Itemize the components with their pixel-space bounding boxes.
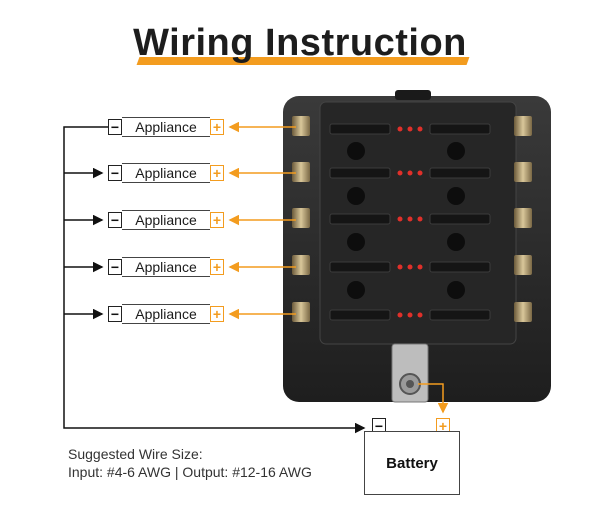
positive-output-wires xyxy=(228,121,296,320)
appliance-label: Appliance xyxy=(122,163,210,183)
battery: Battery xyxy=(364,431,460,495)
appliance-negative-terminal: − xyxy=(108,119,122,135)
appliance-1: − Appliance + xyxy=(108,117,224,137)
appliance-label: Appliance xyxy=(122,210,210,230)
appliance-2: − Appliance + xyxy=(108,163,224,183)
appliance-negative-terminal: − xyxy=(108,165,122,181)
fuse-holes xyxy=(347,142,465,299)
appliance-negative-terminal: − xyxy=(108,212,122,228)
appliance-label: Appliance xyxy=(122,117,210,137)
appliance-positive-terminal: + xyxy=(210,259,224,275)
appliance-positive-terminal: + xyxy=(210,306,224,322)
fuse-box-latch xyxy=(395,90,431,100)
appliance-4: − Appliance + xyxy=(108,257,224,277)
appliance-5: − Appliance + xyxy=(108,304,224,324)
appliance-positive-terminal: + xyxy=(210,212,224,228)
battery-negative-terminal: − xyxy=(372,418,386,434)
appliance-3: − Appliance + xyxy=(108,210,224,230)
wire-size-heading: Suggested Wire Size: xyxy=(68,446,203,462)
appliance-label: Appliance xyxy=(122,257,210,277)
fuse-box-left-lugs xyxy=(292,116,310,322)
fuse-slots xyxy=(329,123,491,321)
page-title: Wiring Instruction xyxy=(133,22,467,64)
battery-label: Battery xyxy=(386,454,438,472)
fuse-box-right-lugs xyxy=(514,116,532,322)
appliance-positive-terminal: + xyxy=(210,165,224,181)
indicator-leds xyxy=(397,126,423,318)
wire-size-detail: Input: #4-6 AWG | Output: #12-16 AWG xyxy=(68,464,312,480)
negative-return-wire xyxy=(63,126,366,434)
appliance-negative-terminal: − xyxy=(108,259,122,275)
fuse-box-image xyxy=(283,90,551,403)
appliance-label: Appliance xyxy=(122,304,210,324)
negative-branch-wires xyxy=(64,167,104,320)
positive-input-wire xyxy=(418,383,449,414)
appliance-positive-terminal: + xyxy=(210,119,224,135)
appliance-negative-terminal: − xyxy=(108,306,122,322)
